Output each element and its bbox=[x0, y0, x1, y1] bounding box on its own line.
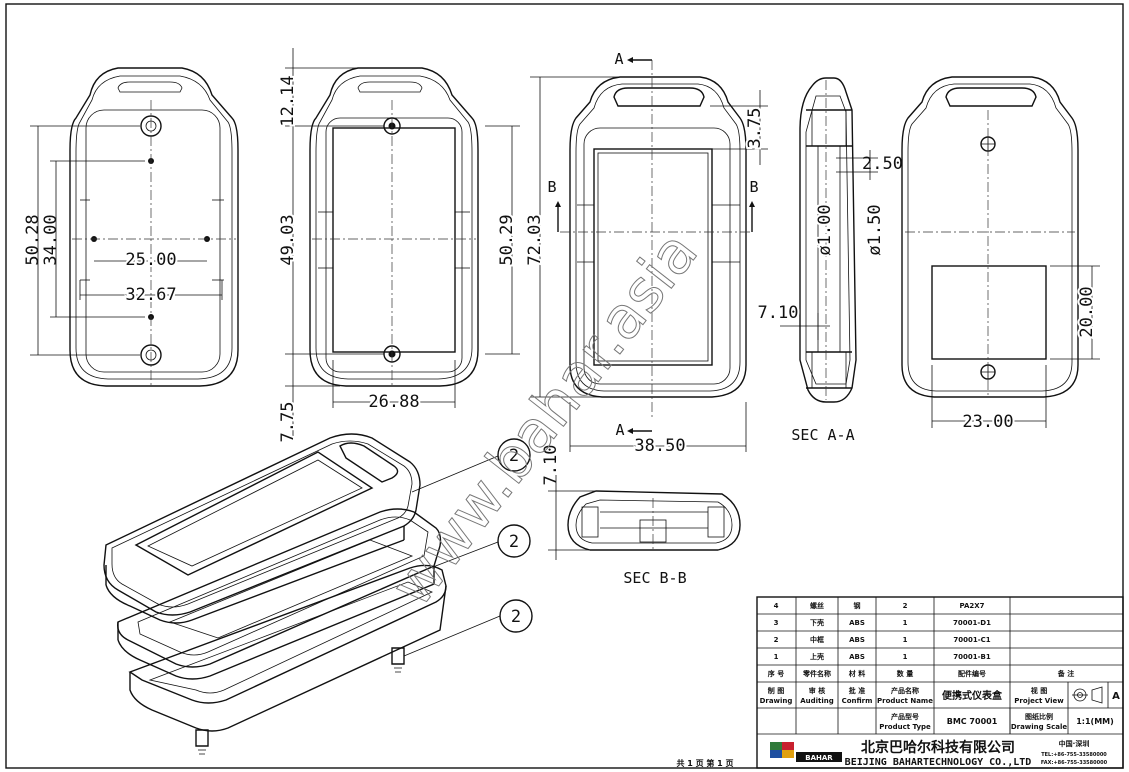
product-name-cn: 产品名称 bbox=[891, 686, 919, 695]
assembled-view bbox=[530, 57, 768, 452]
drawn-en: Drawing bbox=[760, 697, 793, 705]
dim-sec-bb-height: 7.10 bbox=[541, 445, 561, 486]
title-block bbox=[756, 596, 1124, 769]
dim-sec-aa-d4: 7.10 bbox=[758, 303, 799, 323]
bahar-logo-icon bbox=[770, 742, 842, 762]
dim-middle-bottom: 7.75 bbox=[278, 402, 298, 443]
part-1-material: ABS bbox=[849, 653, 865, 661]
part-2-qty: 1 bbox=[903, 636, 908, 644]
section-a-top: A bbox=[614, 50, 623, 68]
product-name: 便携式仪表盒 bbox=[942, 689, 1003, 702]
sec-a-a-label: SEC A-A bbox=[791, 426, 854, 444]
header-code: 配件编号 bbox=[958, 669, 986, 678]
rear-view bbox=[901, 76, 1100, 428]
dim-front-height-holes: 50.28 bbox=[23, 214, 43, 265]
company-tel: TEL:+86-755-33580000 bbox=[1041, 752, 1107, 758]
part-3-qty: 1 bbox=[903, 619, 908, 627]
view-en: Project View bbox=[1014, 697, 1064, 705]
part-1-qty: 1 bbox=[903, 653, 908, 661]
dim-assembled-height: 72.03 bbox=[525, 214, 545, 265]
dim-rear-width: 23.00 bbox=[962, 412, 1013, 432]
sheet-count: 共 1 页 第 1 页 bbox=[676, 758, 733, 768]
dim-sec-aa-d1: 2.50 bbox=[862, 154, 903, 174]
dim-front-height-inner: 34.00 bbox=[41, 214, 61, 265]
part-1-name: 上壳 bbox=[810, 652, 824, 661]
part-2-code: 70001-C1 bbox=[953, 636, 990, 644]
dim-rear-height: 20.00 bbox=[1077, 286, 1097, 337]
company-name-cn: 北京巴哈尔科技有限公司 bbox=[861, 739, 1015, 756]
dim-middle-height: 49.03 bbox=[278, 214, 298, 265]
product-type-cn: 产品型号 bbox=[891, 712, 919, 721]
part-4-no: 4 bbox=[774, 602, 779, 610]
scale-cn: 图纸比例 bbox=[1025, 712, 1053, 721]
company-name-en: BEIJING BAHARTECHNOLOGY CO.,LTD bbox=[845, 757, 1032, 768]
header-remark: 备 注 bbox=[1057, 669, 1074, 678]
part-2-name: 中框 bbox=[810, 635, 824, 644]
logo-text: BAHAR bbox=[805, 754, 833, 762]
part-4-qty: 2 bbox=[903, 602, 908, 610]
part-4-material: 钢 bbox=[854, 601, 861, 610]
part-4-code: PA2X7 bbox=[959, 602, 984, 610]
part-1-code: 70001-B1 bbox=[953, 653, 991, 661]
middle-view bbox=[285, 48, 520, 440]
dim-assembled-top: 3.75 bbox=[745, 108, 765, 149]
drawn-cn: 制 图 bbox=[768, 686, 784, 695]
view-letter: A bbox=[1112, 691, 1120, 702]
product-type: BMC 70001 bbox=[947, 717, 998, 726]
dim-middle-top: 12.14 bbox=[278, 75, 298, 126]
part-2-material: ABS bbox=[849, 636, 865, 644]
dim-front-width-outer: 32.67 bbox=[125, 285, 176, 305]
company-fax: FAX:+86-755-33580000 bbox=[1041, 760, 1108, 766]
dim-middle-height-right: 50.29 bbox=[497, 214, 517, 265]
part-3-code: 70001-D1 bbox=[953, 619, 991, 627]
section-b-b-view bbox=[548, 475, 741, 560]
dim-middle-width: 26.88 bbox=[368, 392, 419, 412]
section-a-a-view bbox=[780, 77, 878, 403]
front-view bbox=[30, 67, 239, 387]
scale-value: 1:1(MM) bbox=[1076, 717, 1114, 726]
confirm-cn: 批 准 bbox=[849, 686, 865, 695]
dim-assembled-width: 38.50 bbox=[634, 436, 685, 456]
header-qty: 数 量 bbox=[897, 669, 913, 678]
projection-symbol-icon bbox=[1072, 686, 1103, 704]
header-no: 序 号 bbox=[767, 669, 784, 678]
view-cn: 视 图 bbox=[1031, 686, 1047, 695]
company-location: 中国·深圳 bbox=[1059, 739, 1090, 748]
balloon-2: 2 bbox=[509, 532, 519, 552]
isometric-exploded-view bbox=[103, 433, 533, 755]
watermark: www.bahar.asia bbox=[377, 219, 710, 619]
section-b-right: B bbox=[749, 178, 758, 196]
product-type-en: Product Type bbox=[879, 723, 931, 731]
part-4-name: 螺丝 bbox=[810, 601, 824, 610]
part-1-no: 1 bbox=[774, 653, 779, 661]
sec-b-b-label: SEC B-B bbox=[623, 569, 686, 587]
section-a-bottom: A bbox=[615, 421, 624, 439]
product-name-en: Product Name bbox=[877, 697, 933, 705]
confirm-en: Confirm bbox=[842, 697, 873, 705]
part-3-name: 下壳 bbox=[810, 618, 824, 627]
section-b-left: B bbox=[547, 178, 556, 196]
part-3-material: ABS bbox=[849, 619, 865, 627]
balloon-1: 2 bbox=[509, 446, 519, 466]
dim-front-width-inner: 25.00 bbox=[125, 250, 176, 270]
header-name: 零件名称 bbox=[802, 669, 831, 678]
header-material: 材 料 bbox=[848, 669, 865, 678]
part-3-no: 3 bbox=[774, 619, 779, 627]
dim-sec-aa-d2: ø1.00 bbox=[815, 204, 835, 255]
dim-sec-aa-d3: ø1.50 bbox=[865, 204, 885, 255]
balloon-3: 2 bbox=[511, 607, 521, 627]
audit-cn: 审 核 bbox=[809, 686, 825, 695]
scale-en: Drawing Scale bbox=[1011, 723, 1068, 731]
audit-en: Auditing bbox=[800, 697, 834, 705]
drawing-frame bbox=[5, 3, 1124, 769]
part-2-no: 2 bbox=[774, 636, 779, 644]
